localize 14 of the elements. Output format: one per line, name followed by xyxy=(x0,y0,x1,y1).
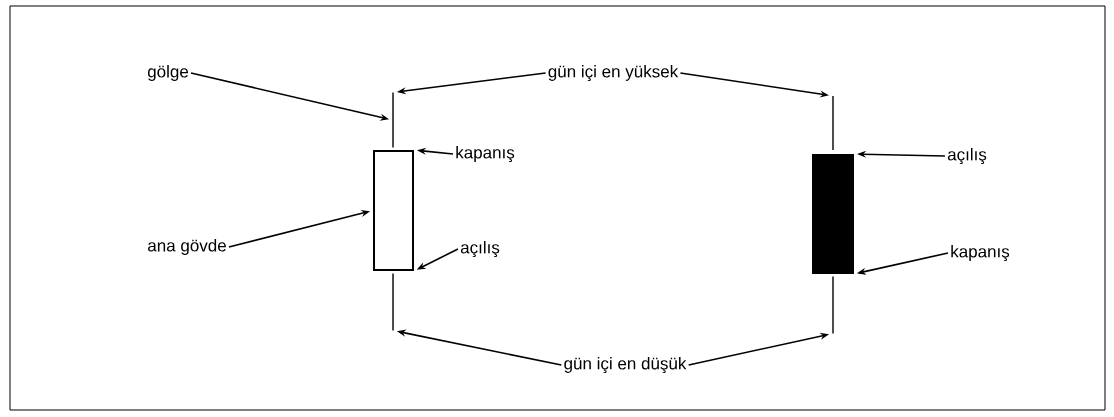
wick-line xyxy=(832,276,834,334)
candle-body xyxy=(373,150,414,271)
callout-label: gölge xyxy=(147,65,189,81)
wick-line xyxy=(832,96,834,150)
callout-label: açılış xyxy=(460,241,500,257)
callout-label: gün içi en düşük xyxy=(564,357,687,373)
wick-line xyxy=(392,273,394,331)
callout-label: kapanış xyxy=(456,146,515,162)
callout-label: ana gövde xyxy=(148,239,226,255)
callout-label: gün içi en yüksek xyxy=(548,65,679,81)
callout-label: açılış xyxy=(947,148,987,164)
candle-body xyxy=(812,154,854,274)
callout-label: kapanış xyxy=(951,245,1010,261)
wick-line xyxy=(392,92,394,148)
